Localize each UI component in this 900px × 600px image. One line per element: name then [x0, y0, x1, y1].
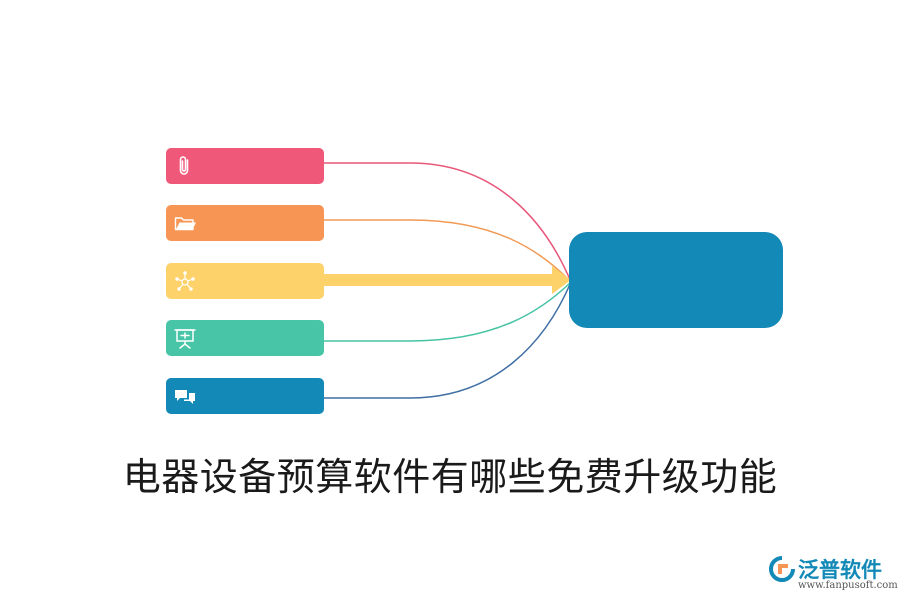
connector-line-1 — [324, 162, 572, 283]
watermark-name: 泛普软件 — [798, 558, 882, 582]
node-bar-3 — [166, 263, 324, 299]
node-bar-5 — [166, 378, 324, 414]
network-icon — [175, 271, 195, 291]
node-bar-4 — [166, 320, 324, 356]
connector-line-5 — [324, 281, 572, 399]
diagram-title: 电器设备预算软件有哪些免费升级功能 — [122, 455, 778, 499]
presentation-board-icon — [174, 329, 196, 349]
fanpu-watermark: 泛普软件 www.fanpusoft.com — [768, 552, 898, 596]
connector-line-4 — [324, 281, 572, 342]
folder-open-icon — [174, 217, 196, 231]
node-bar-1 — [166, 148, 324, 184]
watermark-url: www.fanpusoft.com — [798, 580, 898, 591]
connector-line-2 — [324, 219, 572, 283]
node-bar-2 — [166, 205, 324, 241]
paperclip-icon — [179, 156, 189, 175]
hub-node — [569, 232, 783, 328]
fanpu-logo-icon — [769, 556, 795, 582]
chat-bubbles-icon — [175, 390, 195, 404]
connector-arrow-3 — [322, 266, 571, 294]
